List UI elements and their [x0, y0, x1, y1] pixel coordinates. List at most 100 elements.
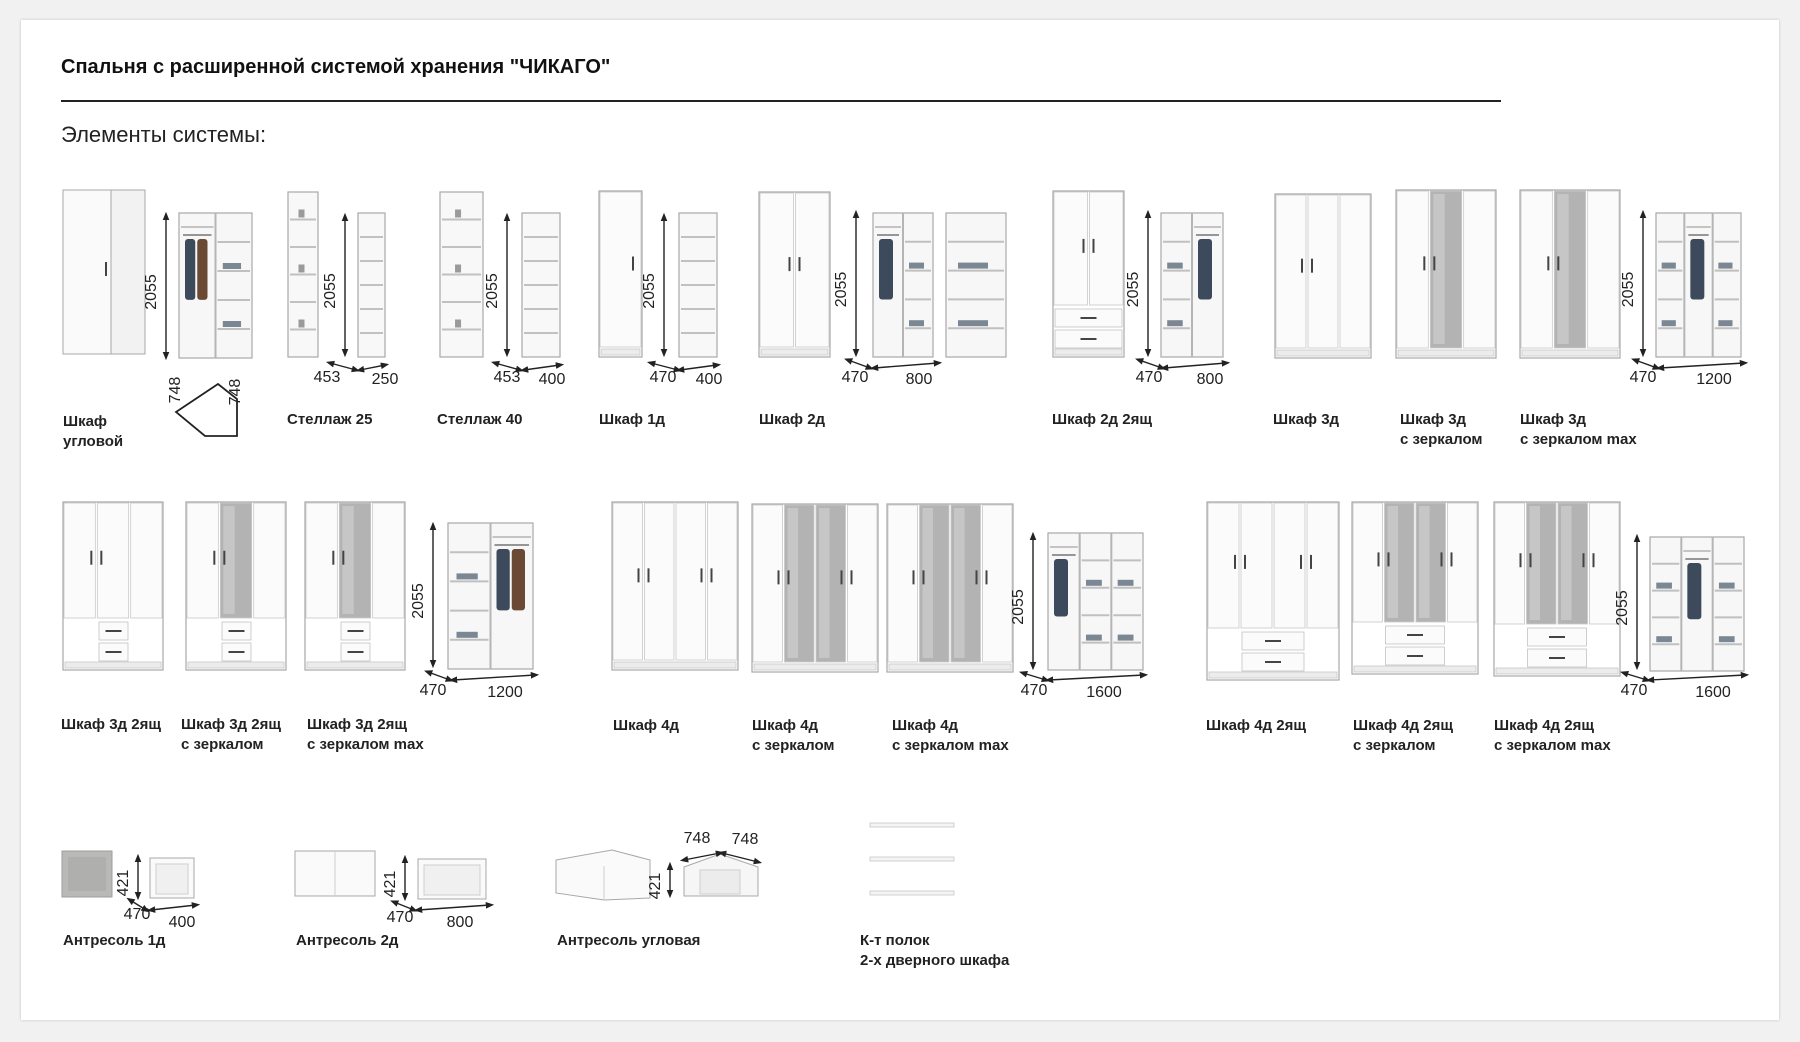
plinth	[1495, 667, 1619, 675]
dim-w4d2max-depth-line	[1619, 671, 1652, 682]
dim-ant2-width-line	[413, 901, 495, 914]
mirror-sheen	[819, 508, 830, 658]
dim-ant2-depth-label: 470	[387, 909, 414, 926]
handle	[223, 550, 226, 565]
shelf-item	[298, 209, 305, 218]
w4dm-front	[751, 503, 879, 673]
hanging-coat	[1054, 559, 1068, 617]
handle	[1592, 553, 1595, 568]
rack25-side	[357, 212, 386, 358]
shelf-item	[455, 264, 462, 273]
handle	[1440, 552, 1443, 567]
w3d2max-front	[304, 501, 406, 671]
drawer-handle	[1265, 640, 1281, 642]
w2d-open	[872, 212, 934, 358]
shelf-item	[298, 319, 305, 328]
door	[1053, 191, 1088, 306]
dim-rack25-width-line	[355, 362, 390, 373]
handle	[1092, 238, 1095, 253]
handle	[1300, 554, 1302, 569]
folded-cloth	[1167, 262, 1183, 269]
dim-rack40-depth-line	[490, 360, 525, 373]
ant1-texture	[68, 857, 106, 891]
handle	[213, 550, 216, 565]
corner-wardrobe-front	[62, 189, 146, 355]
folded-cloth	[1661, 320, 1676, 327]
handle	[1557, 256, 1560, 271]
plinth	[613, 661, 737, 669]
mirror-sheen	[1387, 506, 1399, 618]
dim-w1d-depth-line	[646, 360, 683, 373]
dim-w4dmax-depth-label: 470	[1021, 682, 1048, 699]
door	[1339, 194, 1371, 349]
dim-rack40-width-label: 400	[539, 371, 566, 388]
drawer-handle	[1549, 636, 1565, 638]
folded-cloth	[1117, 634, 1134, 641]
w2d2-open	[1160, 212, 1224, 358]
door	[1273, 502, 1306, 629]
w3d2-front	[62, 501, 164, 671]
dim-antc-depth-a-line	[679, 850, 725, 863]
section-subtitle: Элементы системы:	[61, 122, 267, 147]
handle	[342, 550, 345, 565]
drawer-handle	[228, 630, 245, 632]
dim-w2d2-height-label: 2055	[1125, 272, 1142, 308]
dim-w4dmax-width-line	[1044, 671, 1149, 684]
shelf-item	[298, 264, 305, 273]
drawer-handle	[1265, 661, 1281, 663]
handle	[985, 570, 988, 585]
handle	[788, 257, 791, 272]
w4d2m-front	[1351, 501, 1479, 675]
mirror-sheen	[1557, 194, 1569, 344]
dim-ant1-depth-line	[126, 897, 150, 913]
plinth	[1208, 671, 1338, 679]
dim-w4d2max-width-line	[1645, 671, 1750, 684]
w4dmax-front	[886, 503, 1014, 673]
folded-cloth	[909, 262, 924, 269]
drawer-handle	[105, 651, 122, 653]
door	[130, 502, 163, 619]
door	[1306, 502, 1339, 629]
caption-rack25: Стеллаж 25	[287, 411, 373, 428]
carcass	[945, 212, 1007, 358]
folded-cloth	[222, 321, 242, 327]
dim-w3dmax-width-line	[1655, 359, 1749, 372]
dim-ant1-height-label: 421	[115, 870, 132, 897]
shelf-item	[455, 319, 462, 328]
dim-rack25-depth-line	[325, 360, 361, 373]
folded-cloth	[1086, 634, 1102, 641]
hanging-coat	[1687, 563, 1702, 620]
drawer-handle	[1080, 338, 1097, 340]
drawer-handle	[228, 651, 245, 653]
dim-corner-height-label: 2055	[143, 274, 160, 310]
handle	[912, 570, 915, 585]
dim-ant1-width-line	[146, 902, 201, 913]
corner-wardrobe-open	[178, 212, 253, 359]
drawer-handle	[347, 651, 364, 653]
dim-w2d2-depth-label: 470	[1136, 369, 1163, 386]
handle	[975, 570, 978, 585]
plinth	[1054, 348, 1123, 356]
dim-antc-depth-b-label: 748	[732, 831, 759, 848]
door	[63, 502, 96, 619]
dim-rack25-depth-label: 453	[314, 369, 341, 386]
mirror-sheen	[1433, 194, 1445, 344]
caption-w2d2: Шкаф 2д 2ящ	[1052, 411, 1152, 428]
door	[1463, 190, 1496, 349]
door	[1207, 502, 1240, 629]
handle	[840, 570, 843, 585]
w1d-open	[678, 212, 718, 358]
plinth	[306, 661, 404, 669]
drawer-handle	[105, 630, 122, 632]
mirror-sheen	[787, 508, 799, 658]
handle	[1423, 256, 1426, 271]
mirror-sheen	[1561, 506, 1572, 620]
handle	[1433, 256, 1436, 271]
caption-w1d: Шкаф 1д	[599, 411, 666, 428]
dim-w3d2max-depth-label: 470	[420, 682, 447, 699]
door	[305, 502, 338, 619]
dim-antc-depth-a-label: 748	[684, 830, 711, 847]
